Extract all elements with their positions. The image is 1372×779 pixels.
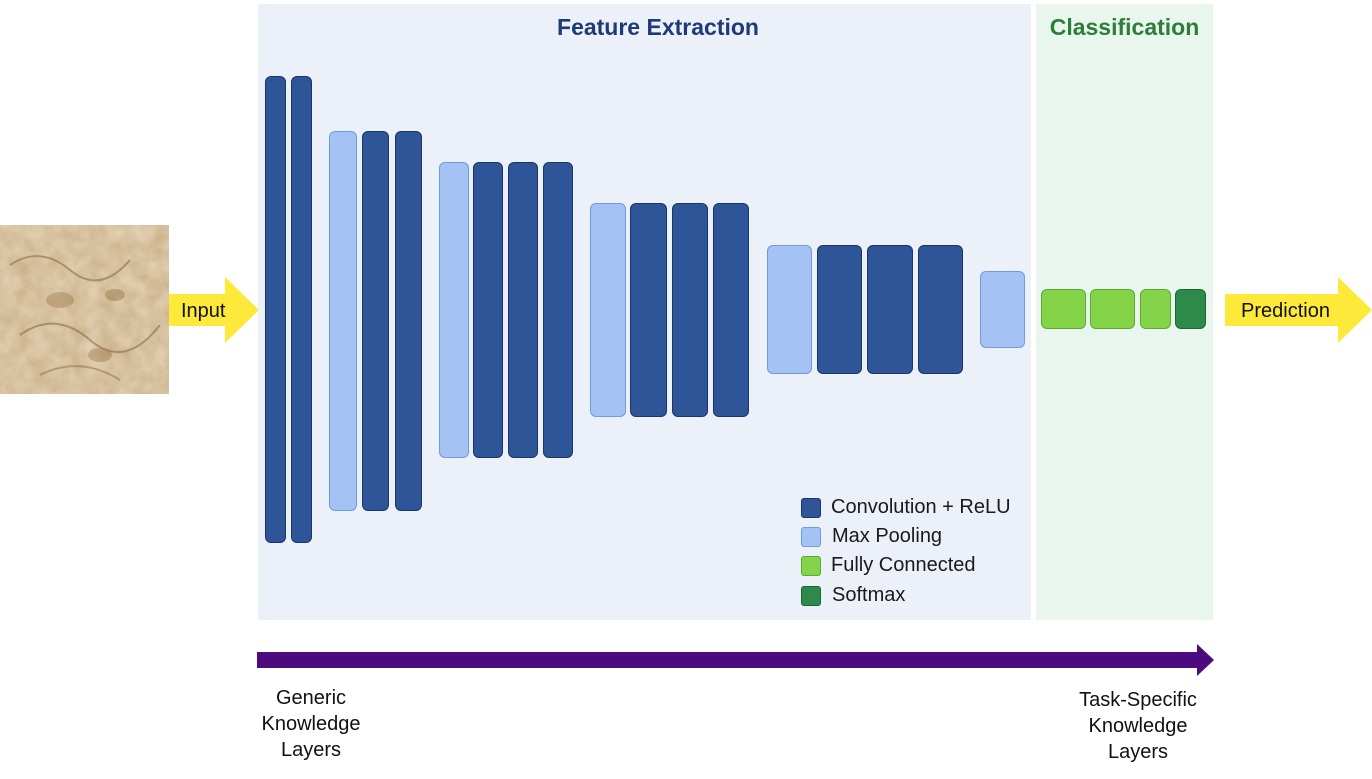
task-label-line: Layers <box>1107 741 1169 763</box>
conv-layer <box>918 245 963 374</box>
conv-layer <box>867 245 913 374</box>
legend-label-pool: Max Pooling <box>832 525 943 547</box>
prediction-arrow <box>1225 277 1372 343</box>
conv-layer <box>362 131 389 511</box>
generic-label-line: Generic <box>275 687 347 709</box>
conv-layer <box>473 162 503 458</box>
legend-swatch-fc <box>801 556 821 576</box>
legend-label-conv: Convolution + ReLU <box>831 496 1011 518</box>
generic-label-line: Layers <box>280 739 342 761</box>
pool-layer <box>767 245 812 374</box>
conv-layer <box>713 203 749 417</box>
generic-knowledge-label: Generic Knowledge Layers <box>252 685 370 763</box>
legend-label-softmax: Softmax <box>832 584 906 606</box>
softmax-layer <box>1175 289 1206 329</box>
input-label: Input <box>181 300 226 322</box>
task-specific-knowledge-label: Task-Specific Knowledge Layers <box>1058 687 1218 765</box>
conv-layer <box>672 203 708 417</box>
pool-layer <box>590 203 626 417</box>
conv-layer <box>395 131 422 511</box>
input-arrow <box>169 277 259 343</box>
prediction-label: Prediction <box>1241 300 1330 322</box>
conv-layer <box>265 76 286 543</box>
pool-layer <box>980 271 1025 348</box>
conv-layer <box>817 245 862 374</box>
fc-layer <box>1090 289 1135 329</box>
pool-layer <box>439 162 469 458</box>
knowledge-progress-arrow <box>257 644 1214 676</box>
pool-layer <box>329 131 357 511</box>
legend-label-fc: Fully Connected <box>831 554 976 576</box>
feature-extraction-title: Feature Extraction <box>557 14 759 40</box>
conv-layer <box>508 162 538 458</box>
classification-title: Classification <box>1049 14 1200 40</box>
legend-swatch-conv <box>801 498 821 518</box>
input-image <box>0 225 169 394</box>
task-label-line: Task-Specific <box>1079 689 1197 711</box>
fc-layer <box>1041 289 1086 329</box>
conv-layer <box>630 203 667 417</box>
legend-swatch-softmax <box>801 586 821 606</box>
legend-swatch-pool <box>801 527 821 547</box>
conv-layer <box>543 162 573 458</box>
fc-layer <box>1140 289 1171 329</box>
conv-layer <box>291 76 312 543</box>
generic-label-line: Knowledge <box>261 713 361 735</box>
task-label-line: Knowledge <box>1088 715 1188 737</box>
